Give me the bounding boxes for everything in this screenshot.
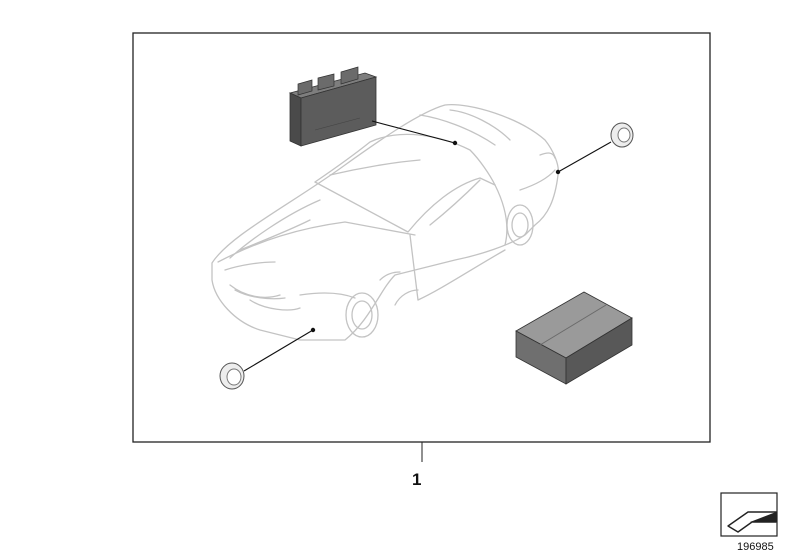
rear-sensor-leader-line bbox=[557, 141, 612, 173]
parts-box-icon bbox=[515, 291, 633, 385]
module-leader-dot bbox=[452, 140, 458, 146]
module-leader-line bbox=[371, 120, 456, 144]
sensor-ring-icon bbox=[219, 362, 245, 390]
callout-number: 1 bbox=[412, 470, 422, 489]
control-module-icon bbox=[288, 66, 378, 147]
catalog-number: 196985 bbox=[737, 541, 774, 553]
diagram-frame bbox=[132, 32, 711, 443]
rear-sensor-leader-dot bbox=[555, 169, 561, 175]
arrow-nav-icon[interactable] bbox=[720, 492, 778, 537]
car-outline-icon bbox=[211, 103, 559, 341]
sensor-ring-icon bbox=[610, 122, 634, 148]
front-sensor-leader-line bbox=[243, 329, 314, 372]
front-sensor-leader-dot bbox=[310, 327, 316, 333]
